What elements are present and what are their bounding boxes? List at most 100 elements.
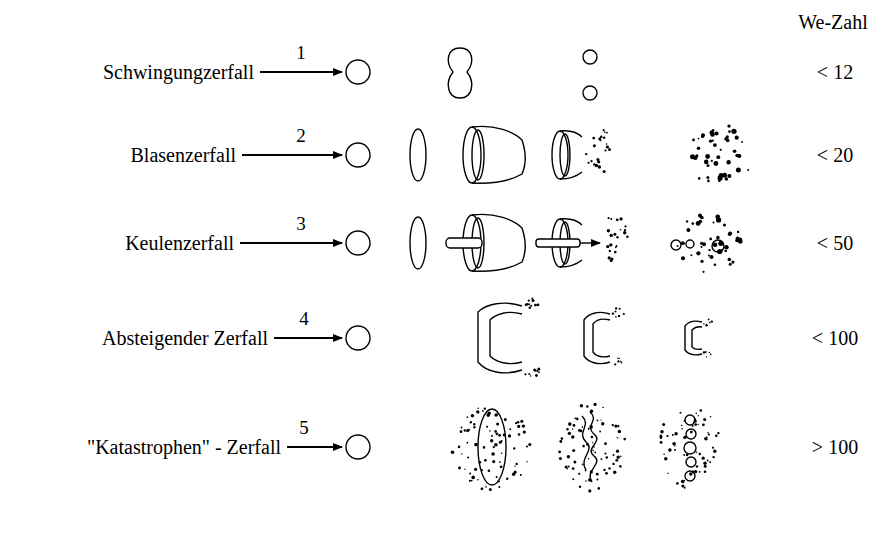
droplet-dot	[604, 452, 606, 454]
droplet-dot	[529, 307, 532, 310]
droplet-dot	[610, 218, 612, 220]
row-arrow	[242, 154, 342, 156]
droplet-dot	[703, 351, 705, 353]
droplet-dot	[624, 229, 626, 231]
droplet-dot	[691, 222, 694, 225]
droplet-dot	[490, 439, 493, 442]
droplet-dot	[672, 434, 674, 436]
droplet-dot	[620, 361, 621, 362]
droplet-dot	[477, 479, 479, 481]
droplet-dot	[497, 480, 499, 482]
droplet-dot	[701, 246, 703, 248]
droplet-dot	[703, 323, 704, 324]
droplet-dot	[586, 443, 589, 446]
droplet-dot	[736, 168, 741, 173]
droplet-dot	[458, 467, 461, 470]
droplet-dot	[526, 446, 528, 448]
droplet-dot	[718, 241, 723, 246]
droplet-dot	[709, 139, 712, 142]
droplet-dot	[585, 480, 587, 482]
droplet-dot	[731, 261, 734, 264]
droplet-dot	[689, 472, 692, 475]
droplet-dot	[708, 254, 710, 256]
droplet-dot	[494, 443, 498, 447]
droplet-dot	[603, 129, 605, 131]
droplet-dot	[599, 431, 601, 433]
droplet-dot	[710, 354, 712, 356]
droplet-dot	[606, 132, 608, 134]
droplet-dot	[571, 435, 574, 438]
droplet-dot	[617, 425, 619, 427]
droplet-dot	[698, 177, 701, 180]
droplet-dot	[509, 428, 511, 430]
droplet-dot	[727, 124, 730, 127]
droplet-dot	[492, 460, 495, 463]
row-arrow	[260, 71, 342, 73]
droplet-dot	[660, 430, 663, 433]
droplet-dot	[611, 258, 614, 261]
droplet-dot	[711, 160, 713, 162]
droplet-dot	[705, 324, 707, 326]
droplet-dot	[617, 437, 619, 439]
droplet-dot	[535, 374, 538, 377]
droplet-dot	[526, 461, 527, 462]
droplet-dot	[618, 315, 620, 317]
droplet-dot	[620, 229, 622, 231]
droplet-dot	[536, 376, 538, 378]
oscillation-breakup	[346, 48, 597, 100]
droplet-dot	[498, 434, 501, 437]
droplet-dot	[585, 470, 587, 472]
droplet-dot	[528, 373, 530, 375]
droplet-dot	[594, 452, 596, 454]
droplet-dot	[483, 446, 486, 449]
droplet-dot	[588, 478, 592, 482]
droplet-dot	[504, 418, 507, 421]
droplet-dot	[612, 463, 614, 465]
droplet-dot	[486, 426, 488, 428]
droplet-dot	[718, 179, 721, 182]
droplet-dot	[582, 445, 585, 448]
droplet-dot	[517, 425, 520, 428]
droplet-dot	[686, 220, 688, 222]
droplet-dot	[721, 243, 723, 245]
droplet-dot	[515, 463, 517, 465]
droplet-dot	[686, 228, 690, 232]
droplet-dot	[674, 449, 676, 451]
axis-header: We-Zahl	[798, 11, 867, 33]
droplet-dot	[619, 465, 621, 467]
row-arrow	[274, 337, 342, 339]
droplet-dot	[703, 462, 706, 465]
droplet-dot	[596, 158, 599, 161]
droplet-dot	[582, 463, 584, 465]
droplet-dot	[517, 421, 520, 424]
droplet-dot	[710, 255, 714, 259]
droplet-dot	[588, 428, 590, 430]
droplet-dot	[593, 163, 596, 166]
droplet-dot	[616, 236, 618, 238]
droplet-dot	[572, 478, 574, 480]
droplet-dot	[518, 433, 521, 436]
droplet-dot	[728, 130, 731, 133]
droplet-dot	[587, 162, 589, 164]
droplet-dot	[604, 149, 606, 151]
droplet-dot	[600, 419, 601, 420]
droplet-dot	[496, 422, 499, 425]
droplet-dot	[531, 297, 533, 299]
droplet-dot	[559, 440, 562, 443]
droplet-dot	[702, 271, 704, 273]
droplet-dot	[538, 371, 540, 373]
droplet-dot	[681, 480, 684, 483]
droplet-dot	[534, 369, 537, 372]
row-arrow	[240, 242, 342, 244]
droplet-dot	[735, 136, 739, 140]
droplet-dot	[615, 363, 617, 365]
droplet-dot	[594, 403, 597, 406]
droplet-dot	[668, 448, 672, 452]
droplet-dot	[708, 433, 710, 435]
droplet-dot	[615, 307, 617, 309]
droplet-dot	[712, 447, 714, 449]
droplet-dot	[667, 473, 668, 474]
droplet-dot	[690, 431, 693, 434]
droplet-dot	[573, 424, 576, 427]
droplet-dot	[713, 450, 716, 453]
